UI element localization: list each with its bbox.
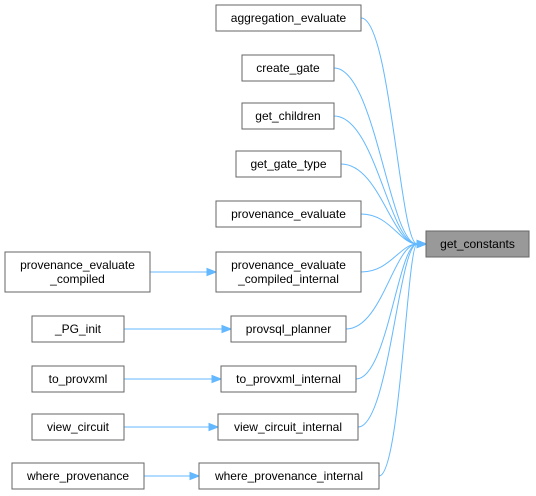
- node-provenance-evaluate[interactable]: provenance_evaluate: [215, 200, 362, 228]
- node-box: [241, 54, 335, 82]
- node-box: [31, 315, 125, 343]
- node-label: _compiled: [49, 272, 105, 286]
- node-view-circuit-internal[interactable]: view_circuit_internal: [217, 413, 359, 441]
- node-create-gate[interactable]: create_gate: [241, 54, 335, 82]
- arrowhead-where-provenance-internal-to-get-constants: [416, 239, 428, 249]
- node-box: [4, 251, 151, 293]
- edges-layer: [124, 17, 428, 481]
- node-label: create_gate: [256, 61, 320, 75]
- node-label: get_constants: [440, 237, 515, 251]
- node-label: aggregation_evaluate: [231, 11, 347, 25]
- node-box: [215, 4, 362, 32]
- arrowhead-to-provxml-to-to-provxml-internal: [211, 374, 223, 384]
- node-box: [217, 413, 359, 441]
- edge-where-provenance-internal-to-get-constants: [378, 243, 418, 477]
- node-label: provenance_evaluate: [20, 258, 135, 272]
- node-get-gate-type[interactable]: get_gate_type: [235, 150, 342, 178]
- arrowhead-pg-init-to-provsql-planner: [221, 324, 233, 334]
- node-provenance-evaluate-compiled-internal[interactable]: provenance_evaluate_compiled_internal: [215, 251, 362, 293]
- node-label: where_provenance_internal: [214, 469, 363, 483]
- node-label: provsql_planner: [246, 322, 331, 336]
- node-to-provxml[interactable]: to_provxml: [31, 365, 125, 393]
- node-box: [220, 365, 357, 393]
- node-label: _compiled_internal: [237, 272, 339, 286]
- node-box: [31, 365, 125, 393]
- edge-get-gate-type-to-get-constants: [340, 163, 418, 245]
- node-aggregation-evaluate[interactable]: aggregation_evaluate: [215, 4, 362, 32]
- edge-to-provxml-internal-to-get-constants: [355, 243, 418, 380]
- edge-create-gate-to-get-constants: [333, 67, 418, 245]
- node-box: [11, 462, 145, 490]
- node-box: [215, 200, 362, 228]
- node-box: [31, 413, 125, 441]
- node-box: [198, 462, 380, 490]
- node-where-provenance[interactable]: where_provenance: [11, 462, 145, 490]
- node-box: [235, 150, 342, 178]
- node-pg-init[interactable]: _PG_init: [31, 315, 125, 343]
- arrowhead-view-circuit-to-view-circuit-internal: [208, 422, 220, 432]
- node-label: to_provxml_internal: [236, 372, 341, 386]
- node-label: view_circuit_internal: [234, 420, 342, 434]
- node-box: [241, 102, 335, 130]
- node-label: provenance_evaluate: [231, 258, 346, 272]
- edge-get-children-to-get-constants: [333, 115, 418, 245]
- node-label: get_children: [255, 109, 320, 123]
- node-box: [215, 251, 362, 293]
- nodes-layer: get_constants aggregation_evaluate create_…: [4, 4, 530, 490]
- edge-provsql-planner-to-get-constants: [345, 243, 418, 330]
- node-label: where_provenance: [26, 469, 129, 483]
- node-box: [230, 315, 347, 343]
- arrowhead-where-provenance-to-where-provenance-internal: [189, 471, 201, 481]
- node-to-provxml-internal[interactable]: to_provxml_internal: [220, 365, 357, 393]
- node-view-circuit[interactable]: view_circuit: [31, 413, 125, 441]
- node-where-provenance-internal[interactable]: where_provenance_internal: [198, 462, 380, 490]
- node-get-children[interactable]: get_children: [241, 102, 335, 130]
- node-label: view_circuit: [47, 420, 110, 434]
- edge-view-circuit-internal-to-get-constants: [357, 243, 418, 428]
- node-label: provenance_evaluate: [231, 207, 346, 221]
- node-label: _PG_init: [54, 322, 102, 336]
- edge-aggregation-evaluate-to-get-constants: [360, 17, 418, 245]
- node-get-constants[interactable]: get_constants: [425, 230, 530, 258]
- node-label: get_gate_type: [250, 157, 326, 171]
- edge-provenance-evaluate-to-get-constants: [360, 213, 418, 245]
- arrowhead-provenance-evaluate-compiled-to-provenance-evaluate-compiled-internal: [206, 267, 218, 277]
- node-provenance-evaluate-compiled[interactable]: provenance_evaluate_compiled: [4, 251, 151, 293]
- node-label: to_provxml: [49, 372, 108, 386]
- node-box: [425, 230, 530, 258]
- node-provsql-planner[interactable]: provsql_planner: [230, 315, 347, 343]
